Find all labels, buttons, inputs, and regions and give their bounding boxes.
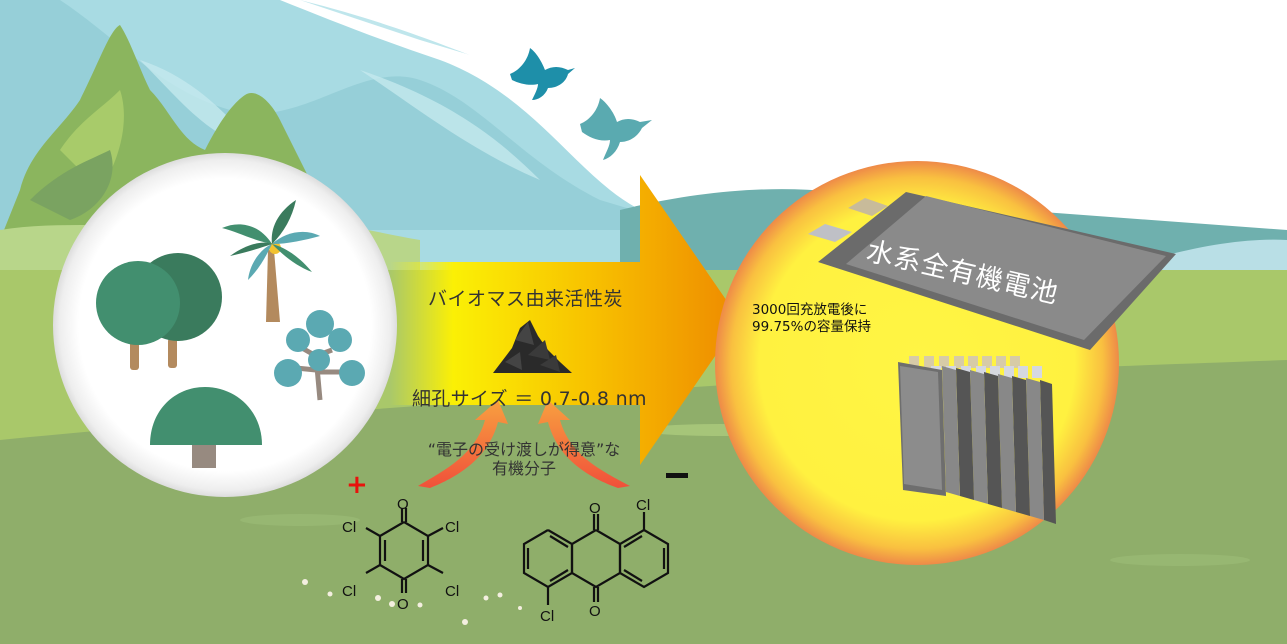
organic-molecule-label: “電子の受け渡しが得意”な 有機分子 [404, 440, 644, 478]
atom-cl: Cl [445, 519, 459, 536]
blue-ball-tree-icon [274, 310, 365, 401]
negative-electrode-symbol [666, 473, 688, 478]
pouch-battery-icon [808, 192, 1176, 350]
atom-cl: Cl [342, 519, 356, 536]
capacity-retention-label: 3000回充放電後に 99.75%の容量保持 [752, 302, 871, 336]
atom-o: O [589, 500, 601, 517]
atom-o: O [589, 603, 601, 620]
atom-cl: Cl [342, 583, 356, 600]
bird-icon [580, 98, 652, 160]
cell-stack-icon [898, 356, 1056, 524]
atom-cl: Cl [445, 583, 459, 600]
chloranil-molecule [365, 508, 444, 593]
atom-cl: Cl [540, 608, 554, 625]
process-arrow [390, 175, 740, 465]
electron-transfer-arrow-left [418, 400, 508, 488]
flower-petals [302, 579, 522, 625]
organic-molecule-label-line2: 有機分子 [491, 459, 556, 478]
capacity-retention-line2: 99.75%の容量保持 [752, 319, 871, 335]
capacity-retention-line1: 3000回充放電後に [752, 302, 868, 318]
bird-icon [510, 48, 575, 100]
mushroom-tree-icon [150, 387, 262, 468]
pore-size-label: 細孔サイズ ＝ 0.7-0.8 nm [412, 388, 647, 410]
activated-carbon-label: バイオマス由来活性炭 [428, 288, 624, 310]
dichloroanthraquinone-molecule [522, 512, 670, 605]
organic-molecule-label-line1: “電子の受け渡しが得意”な [427, 440, 621, 459]
biomass-circle [53, 153, 397, 497]
twin-round-trees-icon [96, 253, 222, 370]
atom-o: O [397, 496, 409, 513]
atom-cl: Cl [636, 497, 650, 514]
atom-o: O [397, 596, 409, 613]
activated-carbon-icon [493, 320, 572, 373]
positive-electrode-symbol: + [346, 470, 368, 500]
palm-tree-icon [222, 200, 320, 322]
electron-transfer-arrow-right [538, 400, 630, 488]
